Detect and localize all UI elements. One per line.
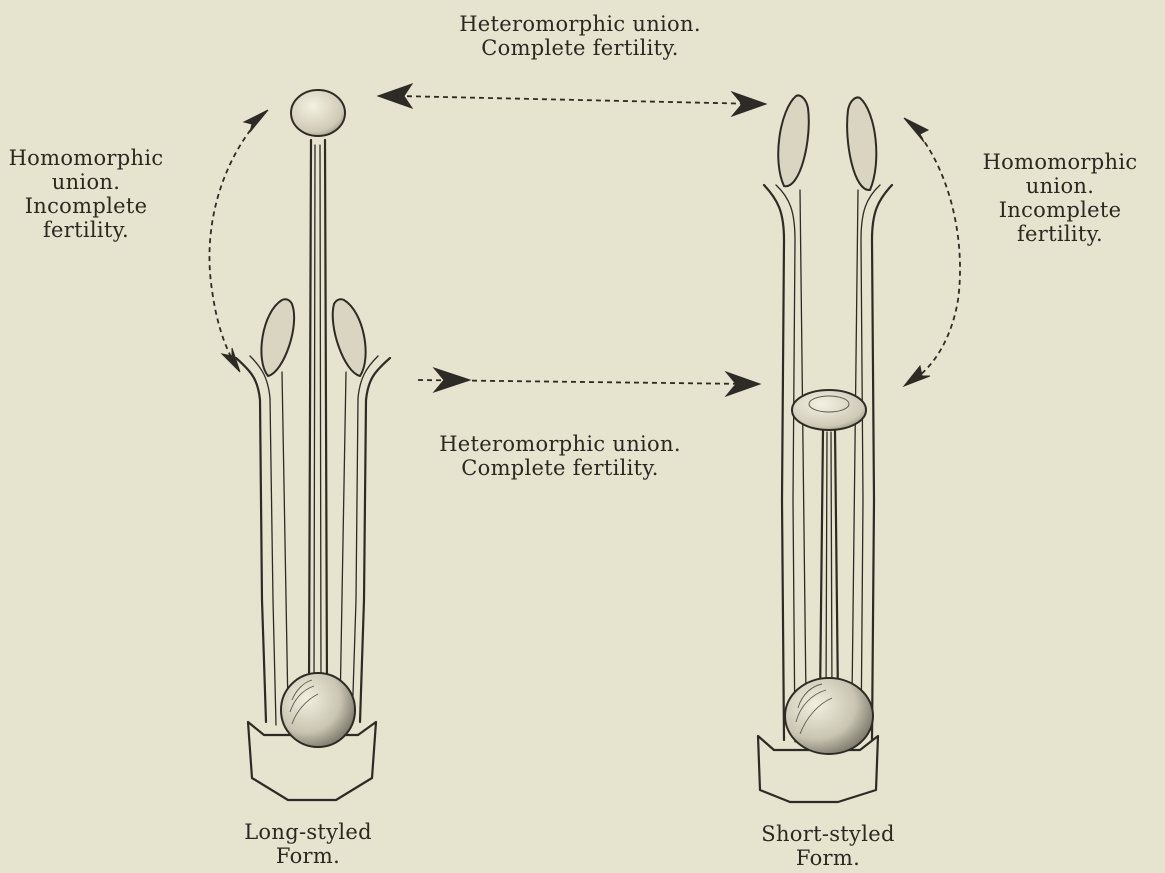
right-homo-line-3: Incomplete [970, 198, 1150, 222]
left-homo-line-1: Homomorphic [0, 146, 172, 170]
left-homo-line-2: union. [0, 170, 172, 194]
short-anther-left [778, 96, 809, 187]
arrow-top-heteromorphic [378, 84, 766, 116]
long-tube-left-inner [250, 356, 276, 725]
left-homo-line-3: Incomplete [0, 194, 172, 218]
short-caption-line-2: Form. [728, 846, 928, 870]
long-caption-line-1: Long-styled [218, 820, 398, 844]
arrow-middle-heteromorphic [418, 368, 760, 396]
short-styled-caption: Short-styled Form. [728, 822, 928, 870]
middle-union-line-2: Complete fertility. [410, 456, 710, 480]
long-stigma [291, 90, 345, 136]
short-tube-left-inner [776, 185, 795, 742]
long-styled-caption: Long-styled Form. [218, 820, 398, 868]
short-style [820, 430, 823, 700]
left-homo-line-4: fertility. [0, 218, 172, 242]
right-homomorphic-label: Homomorphic union. Incomplete fertility. [970, 150, 1150, 246]
short-filament-right [852, 190, 858, 700]
arrow-right-homomorphic [904, 118, 960, 386]
arrow-left-homomorphic [209, 110, 268, 372]
long-tube-right-wall [360, 358, 390, 722]
long-filament-left [282, 372, 288, 710]
long-ovary [281, 673, 355, 747]
short-caption-line-1: Short-styled [728, 822, 928, 846]
top-union-label: Heteromorphic union. Complete fertility. [430, 12, 730, 60]
long-style [309, 140, 311, 690]
long-tube-left-wall [236, 358, 266, 722]
right-homo-line-4: fertility. [970, 222, 1150, 246]
middle-union-line-1: Heteromorphic union. [410, 432, 710, 456]
short-tube-right-wall [872, 185, 892, 740]
short-anther-right [847, 98, 876, 191]
short-tube-left-wall [764, 185, 784, 740]
short-tube-right-inner [861, 185, 880, 742]
long-anther-right [333, 299, 366, 376]
right-homo-line-2: union. [970, 174, 1150, 198]
long-styled-flower [236, 90, 390, 800]
long-filament-right [340, 372, 346, 710]
short-styled-flower [758, 96, 892, 803]
middle-union-label: Heteromorphic union. Complete fertility. [410, 432, 710, 480]
long-caption-line-2: Form. [218, 844, 398, 868]
long-style-2 [325, 140, 327, 690]
short-filament-left [800, 190, 806, 700]
left-homomorphic-label: Homomorphic union. Incomplete fertility. [0, 146, 172, 242]
long-anther-left [261, 299, 294, 376]
top-union-line-1: Heteromorphic union. [430, 12, 730, 36]
right-homo-line-1: Homomorphic [970, 150, 1150, 174]
top-union-line-2: Complete fertility. [430, 36, 730, 60]
